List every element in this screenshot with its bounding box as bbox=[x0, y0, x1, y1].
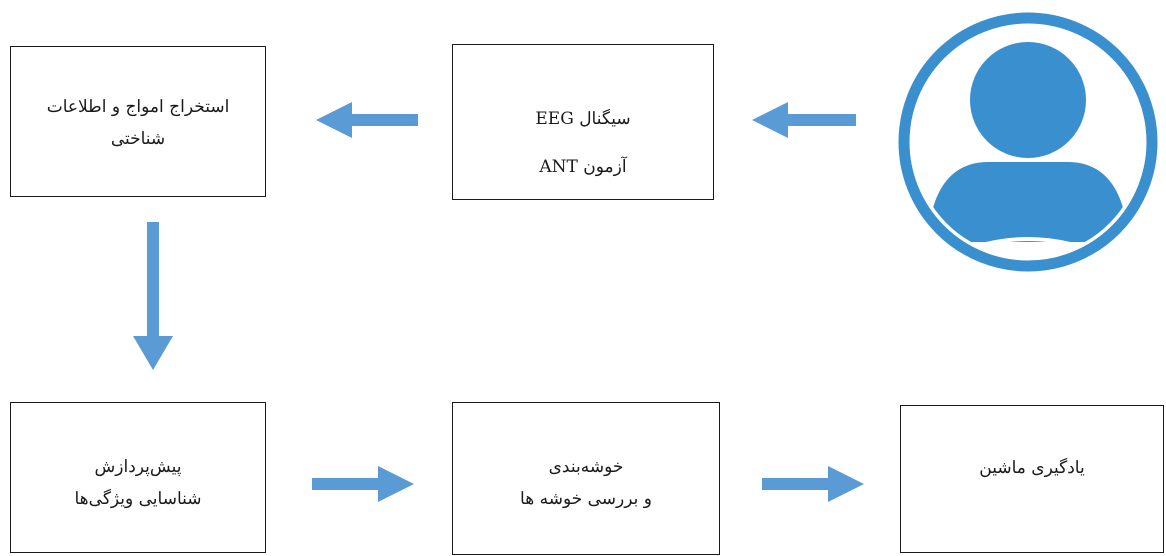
node-extract-line2: شناختی bbox=[110, 129, 166, 149]
avatar-body bbox=[928, 162, 1128, 242]
avatar-ring bbox=[898, 12, 1158, 272]
arrow-cluster-to-ml-icon bbox=[762, 466, 864, 502]
arrow-shape bbox=[133, 222, 173, 370]
node-clustering: خوشه‌بندی و بررسی خوشه ها bbox=[452, 402, 720, 555]
arrow-extract-to-preprocess-icon bbox=[133, 222, 173, 370]
node-extract-features: استخراج امواج و اطلاعات شناختی bbox=[10, 46, 266, 197]
avatar-head bbox=[970, 42, 1086, 158]
arrow-avatar-to-signal-icon bbox=[752, 102, 856, 138]
node-signal-line2: آزمون ANT bbox=[539, 157, 627, 177]
node-preprocessing: پیش‌پردازش شناسایی ویژگی‌ها bbox=[10, 402, 266, 553]
node-cluster-line2: و بررسی خوشه ها bbox=[520, 489, 652, 509]
arrow-shape bbox=[762, 466, 864, 502]
arrow-shape bbox=[312, 466, 414, 502]
node-preprocess-line2: شناسایی ویژگی‌ها bbox=[74, 489, 202, 509]
user-avatar-icon bbox=[898, 12, 1158, 272]
node-preprocess-line1: پیش‌پردازش bbox=[94, 457, 182, 477]
node-cluster-line1: خوشه‌بندی bbox=[548, 457, 624, 477]
node-machine-learning: یادگیری ماشین bbox=[900, 405, 1164, 553]
arrow-shape bbox=[752, 102, 856, 138]
node-signal-line1: سیگنال EEG bbox=[535, 109, 631, 129]
arrow-preprocess-to-cluster-icon bbox=[312, 466, 414, 502]
node-ml-line1: یادگیری ماشین bbox=[979, 458, 1085, 478]
avatar-collar bbox=[985, 237, 1071, 246]
node-eeg-signal: سیگنال EEG آزمون ANT bbox=[452, 44, 714, 200]
arrow-signal-to-extract-icon bbox=[316, 102, 418, 138]
arrow-shape bbox=[316, 102, 418, 138]
node-extract-line1: استخراج امواج و اطلاعات bbox=[46, 97, 230, 117]
